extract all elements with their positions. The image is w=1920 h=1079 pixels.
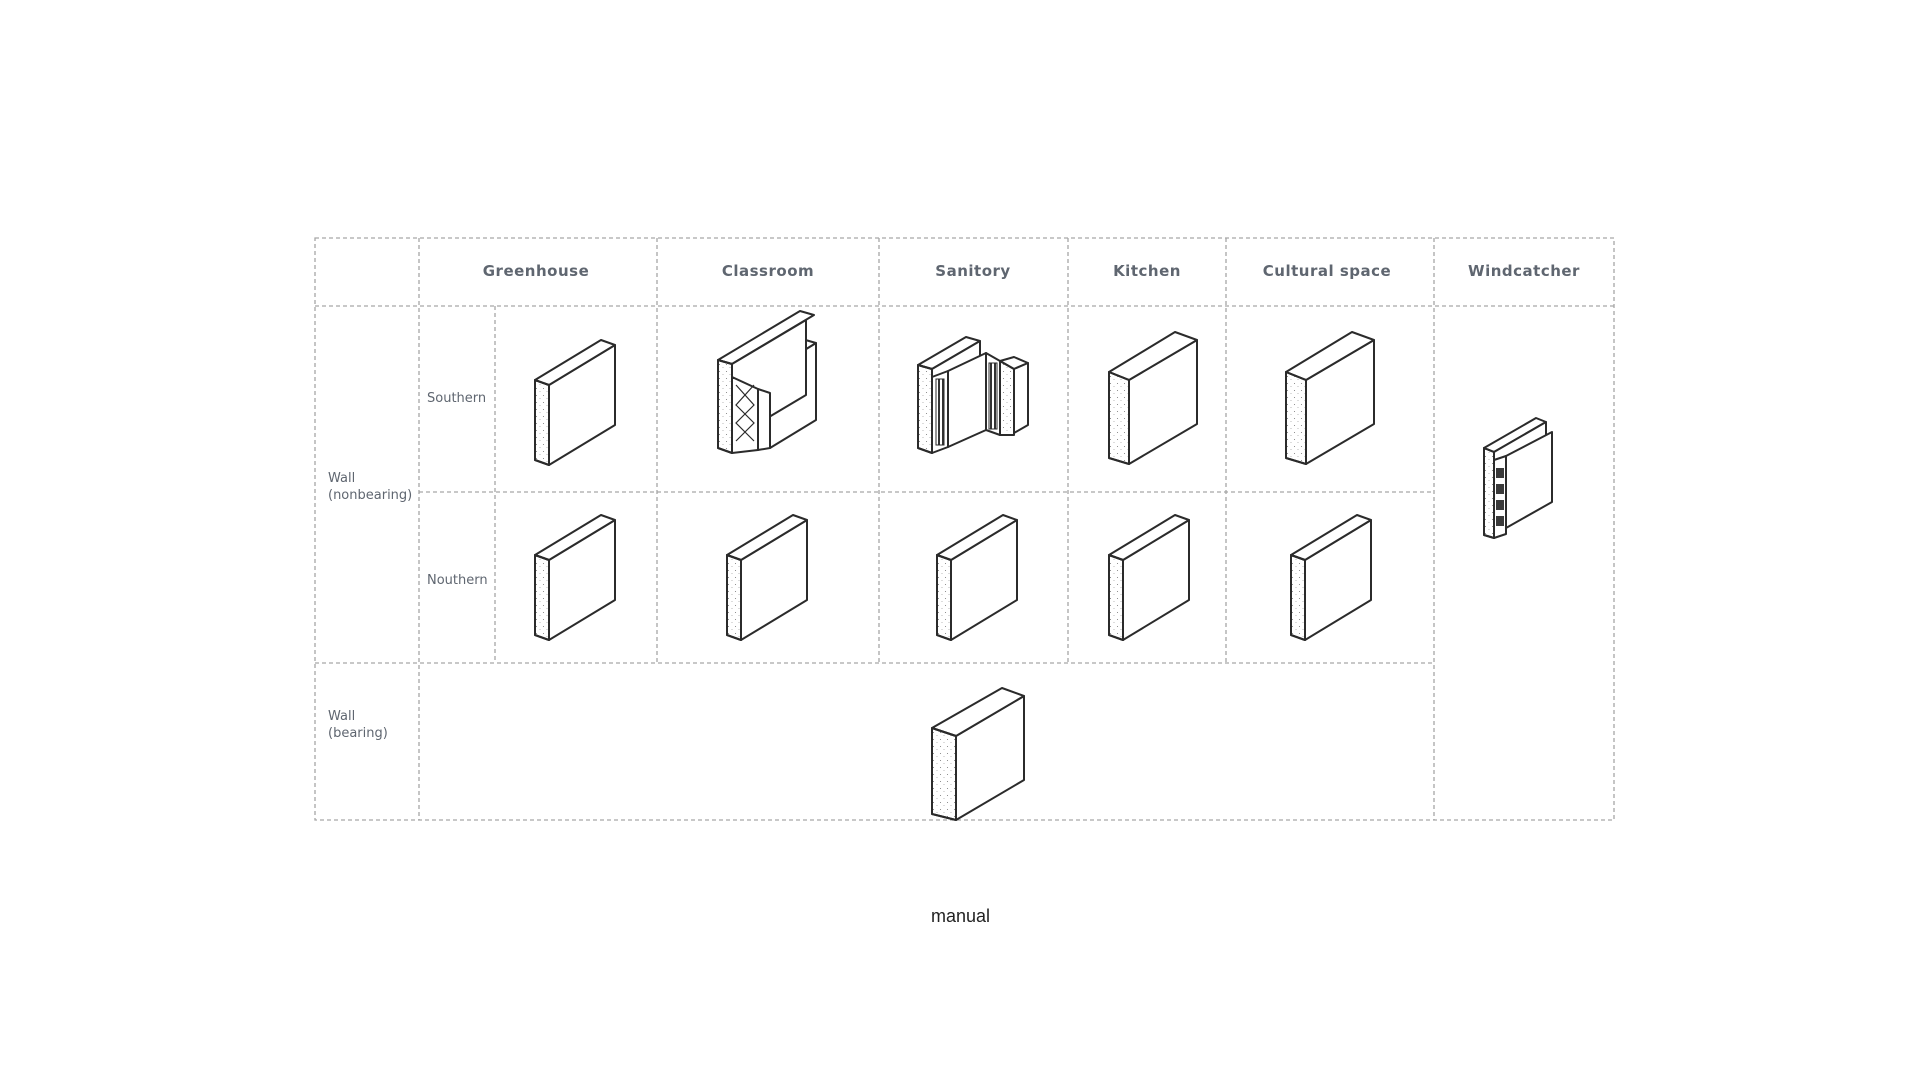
row-label-wall-nonbearing: Wall(nonbearing) — [328, 471, 412, 503]
simple-wall-icon — [534, 514, 616, 641]
column-header: Kitchen — [1113, 262, 1181, 280]
simple-wall-icon — [1108, 331, 1198, 465]
simple-wall-icon — [936, 514, 1018, 641]
simple-wall-icon — [1290, 514, 1372, 641]
simple-wall-icon — [534, 339, 616, 466]
row-label-southern: Southern — [427, 391, 486, 406]
column-header: Windcatcher — [1468, 262, 1580, 280]
simple-wall-icon — [726, 514, 808, 641]
multi-layer-wall-icon — [917, 336, 1029, 454]
column-header: Greenhouse — [483, 262, 590, 280]
bearing-wall-icon — [931, 687, 1025, 821]
column-headers: Greenhouse Classroom Sanitory Kitchen Cu… — [483, 262, 1580, 280]
windcatcher-wall-icon — [1483, 417, 1553, 539]
simple-wall-icon — [1285, 331, 1375, 465]
simple-wall-icon — [1108, 514, 1190, 641]
column-header: Cultural space — [1263, 262, 1391, 280]
caption: manual — [931, 906, 991, 926]
column-header: Sanitory — [935, 262, 1010, 280]
table-grid — [314, 237, 1615, 821]
double-layer-insulated-wall-icon — [717, 310, 817, 454]
row-label-wall-bearing: Wall(bearing) — [328, 709, 388, 741]
column-header: Classroom — [722, 262, 814, 280]
row-label-northern: Nouthern — [427, 573, 488, 588]
